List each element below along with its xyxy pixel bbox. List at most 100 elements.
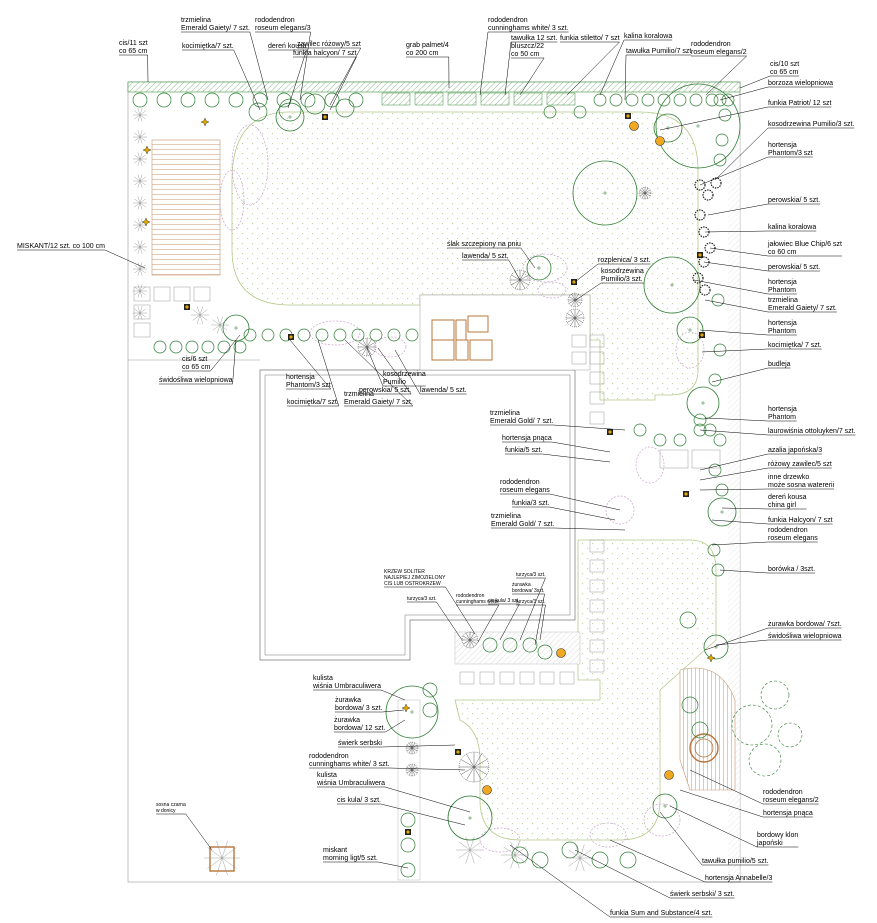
label-text: rododendron <box>768 527 808 534</box>
borzoza-tree <box>655 83 741 169</box>
label-leader-line <box>366 347 384 387</box>
label-borowka: borówka / 3szt. <box>719 566 815 574</box>
grass-symbol <box>191 306 209 324</box>
label-zurawka-bordowa-7: żurawka bordowa/ 7szt. <box>704 621 842 651</box>
star-marker-icon <box>141 217 151 227</box>
shrub-symbol <box>537 644 553 660</box>
label-text: cis/11 szt <box>119 40 148 47</box>
orange-shrub-icon <box>482 785 492 795</box>
label-text: CIS LUB OSTROKRZEW <box>384 581 441 587</box>
tree-center-mark <box>537 266 541 270</box>
label-swierk-bottom: świerk serbski/ 3 szt. <box>574 849 735 899</box>
outside-tree <box>777 722 803 748</box>
label-leader-line <box>659 811 703 866</box>
shrub-symbol <box>348 92 364 108</box>
shrub-symbol <box>248 102 268 122</box>
label-leader-line <box>699 429 769 436</box>
tree-center-mark <box>670 283 674 287</box>
label-text: KRZEW SOLITER <box>384 569 425 575</box>
tree-center-mark <box>234 326 238 330</box>
label-text: zawilec różowy/5 szt <box>297 41 361 48</box>
label-text: china girl <box>768 502 796 509</box>
label-leader-line <box>693 279 769 295</box>
label-leader-line <box>659 106 769 131</box>
label-leader-line <box>704 230 769 233</box>
conifer-symbol <box>567 292 583 308</box>
label-leader-line <box>704 627 769 651</box>
label-leader-line <box>504 41 512 96</box>
label-text: co 50 cm <box>511 51 540 58</box>
label-text: kosodrzewina <box>383 371 426 378</box>
label-leader-line <box>381 744 456 748</box>
label-tawulka-pumilio-bottom: tawułka pumilio/5 szt. <box>659 811 769 866</box>
label-text: świerk serbski <box>338 740 382 747</box>
tree-center-mark <box>688 328 692 332</box>
label-text: świdośliwa wielopniowa <box>159 377 233 384</box>
label-laurowisnia: laurowiśnia ottoluyken/7 szt. <box>699 428 856 436</box>
kosodrzewina-symbol <box>694 179 706 191</box>
grass-symbol <box>133 284 147 298</box>
label-leader-line <box>479 31 489 96</box>
label-text: perowskia/ 5 szt. <box>768 264 820 271</box>
shrub-symbol <box>633 423 647 437</box>
label-text: morning ligt/5 szt. <box>323 855 378 862</box>
shrub-symbol <box>641 93 655 107</box>
label-text: świerk serbski/ 3 szt. <box>670 891 735 898</box>
label-leader-line <box>715 639 769 646</box>
label-text: MISKANT/12 szt. co 100 cm <box>17 243 105 250</box>
grass-symbol <box>133 152 147 166</box>
tree-center-mark <box>701 401 705 405</box>
label-text: grab palmet/4 <box>406 42 449 49</box>
orange-shrub-icon <box>664 770 674 780</box>
shrub-symbol <box>543 105 557 119</box>
flower-marker-dot <box>572 280 576 284</box>
label-leader-line <box>705 55 747 96</box>
shrub-symbol <box>703 423 717 437</box>
tree-center-mark <box>720 510 724 514</box>
shrub-symbol <box>156 92 172 108</box>
grab-palmet-bed <box>546 92 576 106</box>
shrub-symbol <box>261 328 275 342</box>
label-leader-line <box>707 203 769 216</box>
label-funkia-5: funkia/5 szt. <box>505 447 611 463</box>
shrub-symbol <box>300 92 316 108</box>
label-leader-line <box>711 519 769 525</box>
label-leader-line <box>699 453 769 471</box>
groundcover-outline <box>373 336 407 358</box>
label-zawilec-top: zawilec różowy/5 szt <box>297 41 362 106</box>
label-text: borzoza wielopniowa <box>768 80 833 87</box>
grab-palmet-bed <box>513 92 543 106</box>
label-kalina-koralowa-top: kalina koralowa <box>599 33 672 96</box>
shrub-symbol <box>713 433 727 447</box>
deck-right <box>679 667 736 791</box>
shrub-symbol <box>681 696 699 714</box>
outside-tree <box>731 704 773 746</box>
label-leader-line <box>317 339 339 407</box>
label-text: hortensja Annabelle/3 <box>705 875 772 882</box>
groundcover-outline <box>219 169 245 231</box>
label-leader-line <box>394 349 421 395</box>
label-kalina-koralowa-right: kalina koralowa <box>704 224 816 233</box>
shrub-symbol <box>217 340 231 354</box>
label-text: hortensja pnąca <box>763 810 813 817</box>
grass-symbol <box>204 840 240 876</box>
label-leader-line <box>289 339 331 390</box>
grab-palmet-bed <box>447 92 477 106</box>
label-text: tawułka pumilio/5 szt. <box>702 858 769 865</box>
label-text: cis/10 szt <box>770 61 799 68</box>
label-leader-line <box>575 282 602 301</box>
shrub-symbol <box>502 637 518 653</box>
sosna-pot <box>209 846 235 872</box>
shrub-symbol <box>721 93 735 107</box>
label-text: roseum elegans/2 <box>763 797 819 804</box>
